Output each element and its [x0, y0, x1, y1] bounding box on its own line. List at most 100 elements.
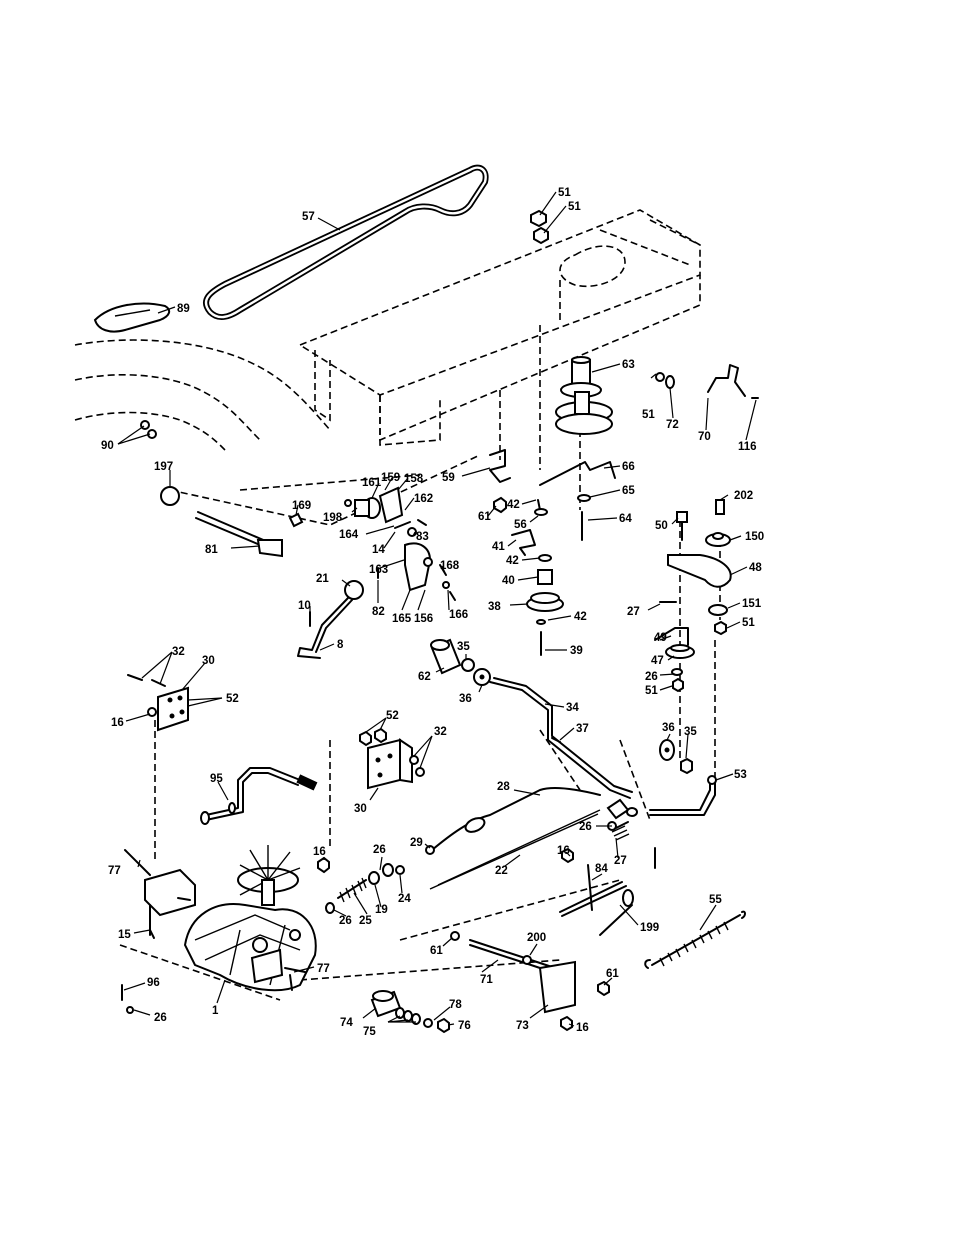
- callout-51: 51: [645, 685, 658, 697]
- callout-8: 8: [337, 639, 344, 651]
- callout-200: 200: [527, 932, 546, 944]
- callout-21: 21: [316, 573, 329, 585]
- callout-59: 59: [442, 472, 455, 484]
- callout-151: 151: [742, 598, 762, 610]
- callout-26: 26: [154, 1012, 167, 1024]
- control-cables: [425, 786, 630, 890]
- callout-27: 27: [614, 855, 627, 867]
- callout-55: 55: [709, 894, 722, 906]
- rod-34: [489, 677, 633, 799]
- callout-52: 52: [386, 710, 399, 722]
- callout-84: 84: [595, 863, 608, 875]
- bolt-61-top: [493, 496, 507, 514]
- callout-39: 39: [570, 645, 583, 657]
- callout-52: 52: [226, 693, 239, 705]
- callout-40: 40: [502, 575, 515, 587]
- spring-25: [325, 863, 405, 914]
- callout-16: 16: [576, 1022, 589, 1034]
- callout-30: 30: [354, 803, 367, 815]
- callout-150: 150: [745, 531, 764, 543]
- bolts-90: [140, 420, 157, 439]
- idler-bracket-48: [659, 499, 732, 636]
- callout-1: 1: [212, 1005, 219, 1017]
- rod-66: [539, 461, 616, 486]
- callout-90: 90: [101, 440, 114, 452]
- callout-95: 95: [210, 773, 223, 785]
- callout-42: 42: [506, 555, 519, 567]
- lever-assembly: [288, 486, 456, 601]
- bracket-30-center: [359, 727, 425, 790]
- callout-63: 63: [622, 359, 635, 371]
- callout-26: 26: [645, 671, 658, 683]
- callout-166: 166: [449, 609, 468, 621]
- rod-81: [160, 486, 283, 558]
- callout-42: 42: [507, 499, 520, 511]
- callout-35: 35: [684, 726, 697, 738]
- callout-74: 74: [340, 1017, 353, 1029]
- callout-61: 61: [430, 945, 443, 957]
- callout-82: 82: [372, 606, 385, 618]
- callout-165: 165: [392, 613, 412, 625]
- callout-25: 25: [359, 915, 372, 927]
- callout-169: 169: [292, 500, 311, 512]
- bracket-59: [489, 449, 511, 483]
- callout-81: 81: [205, 544, 218, 556]
- nut-16-trans: [317, 856, 330, 874]
- spacer-62: [430, 638, 491, 686]
- callout-51: 51: [642, 409, 655, 421]
- bolt-64: [577, 494, 591, 541]
- idler-pulley-63: [555, 356, 613, 435]
- callout-15: 15: [118, 929, 131, 941]
- callout-47: 47: [651, 655, 664, 667]
- brake-rod-71: [450, 931, 610, 1032]
- callout-163: 163: [369, 564, 388, 576]
- callout-29: 29: [410, 837, 423, 849]
- callout-28: 28: [497, 781, 510, 793]
- callout-116: 116: [738, 441, 757, 453]
- callout-49: 49: [654, 632, 667, 644]
- callout-61: 61: [606, 968, 619, 980]
- callout-96: 96: [147, 977, 160, 989]
- washer-36-right: [659, 739, 693, 775]
- callout-16: 16: [313, 846, 326, 858]
- spring-55: [644, 910, 746, 969]
- callout-32: 32: [434, 726, 447, 738]
- callout-38: 38: [488, 601, 501, 613]
- callout-36: 36: [459, 693, 472, 705]
- callout-158: 158: [404, 473, 424, 485]
- callout-76: 76: [458, 1020, 471, 1032]
- callout-51: 51: [742, 617, 755, 629]
- rod-84: [559, 847, 634, 936]
- callout-30: 30: [202, 655, 215, 667]
- callout-162: 162: [414, 493, 433, 505]
- callout-36: 36: [662, 722, 675, 734]
- rod-53: [649, 775, 717, 816]
- shaft-74: [370, 990, 450, 1034]
- callout-197: 197: [154, 461, 173, 473]
- callout-61: 61: [478, 511, 491, 523]
- callout-27: 27: [627, 606, 640, 618]
- callout-26: 26: [373, 844, 386, 856]
- callout-83: 83: [416, 531, 429, 543]
- callout-37: 37: [576, 723, 589, 735]
- callout-48: 48: [749, 562, 762, 574]
- callout-16: 16: [557, 845, 570, 857]
- shift-cover: [93, 302, 171, 333]
- callout-53: 53: [734, 769, 747, 781]
- callout-24: 24: [398, 893, 411, 905]
- callout-89: 89: [177, 303, 190, 315]
- pin-96: [121, 984, 134, 1014]
- callout-77: 77: [108, 865, 121, 877]
- callout-16: 16: [111, 717, 124, 729]
- callout-156: 156: [414, 613, 433, 625]
- callout-72: 72: [666, 419, 679, 431]
- callout-35: 35: [457, 641, 470, 653]
- bracket-30-left: [127, 674, 189, 732]
- frame-outline: [298, 209, 701, 446]
- callout-19: 19: [375, 904, 388, 916]
- callout-42: 42: [574, 611, 587, 623]
- callout-10: 10: [298, 600, 311, 612]
- callout-75: 75: [363, 1026, 376, 1038]
- callout-56: 56: [514, 519, 527, 531]
